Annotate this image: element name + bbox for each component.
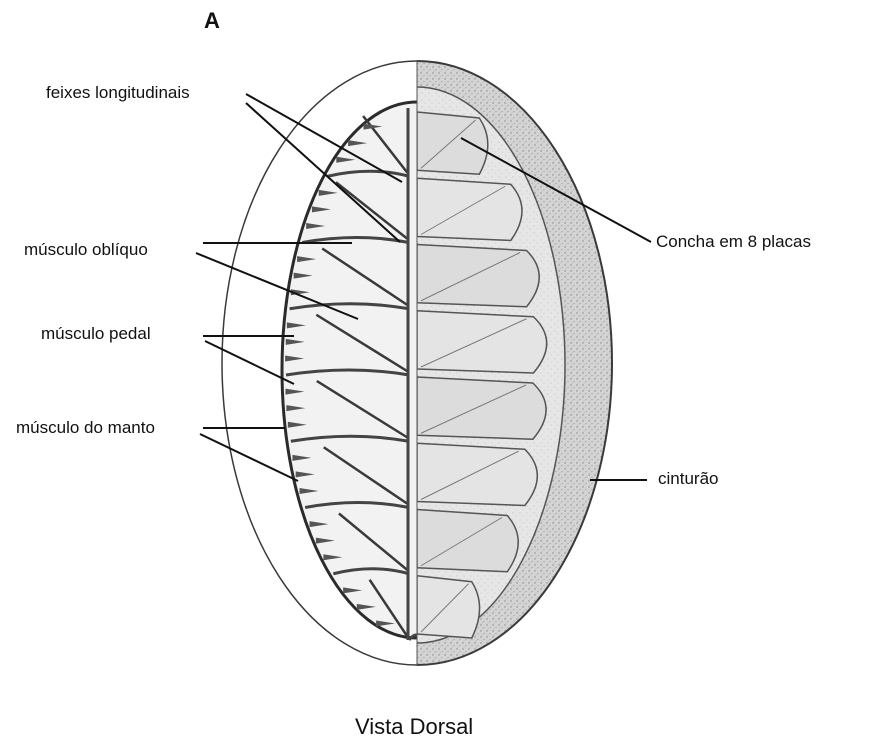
- shell-plate: [417, 245, 539, 307]
- shell-plate: [417, 377, 546, 439]
- shell-plate: [417, 311, 547, 373]
- shell-plate: [417, 510, 518, 572]
- caption: Vista Dorsal: [355, 714, 473, 740]
- shell-plate: [417, 576, 480, 638]
- label-cinturao: cinturão: [658, 469, 718, 489]
- panel-letter: A: [204, 8, 220, 34]
- label-musculo-obliquo: músculo oblíquo: [24, 240, 148, 260]
- label-feixes-longitudinais: feixes longitudinais: [46, 83, 190, 103]
- shell-plate: [417, 112, 488, 174]
- label-musculo-do-manto: músculo do manto: [16, 418, 155, 438]
- shell-plate: [417, 178, 522, 240]
- shell-plate: [417, 443, 537, 505]
- label-concha: Concha em 8 placas: [656, 232, 811, 252]
- label-musculo-pedal: músculo pedal: [41, 324, 151, 344]
